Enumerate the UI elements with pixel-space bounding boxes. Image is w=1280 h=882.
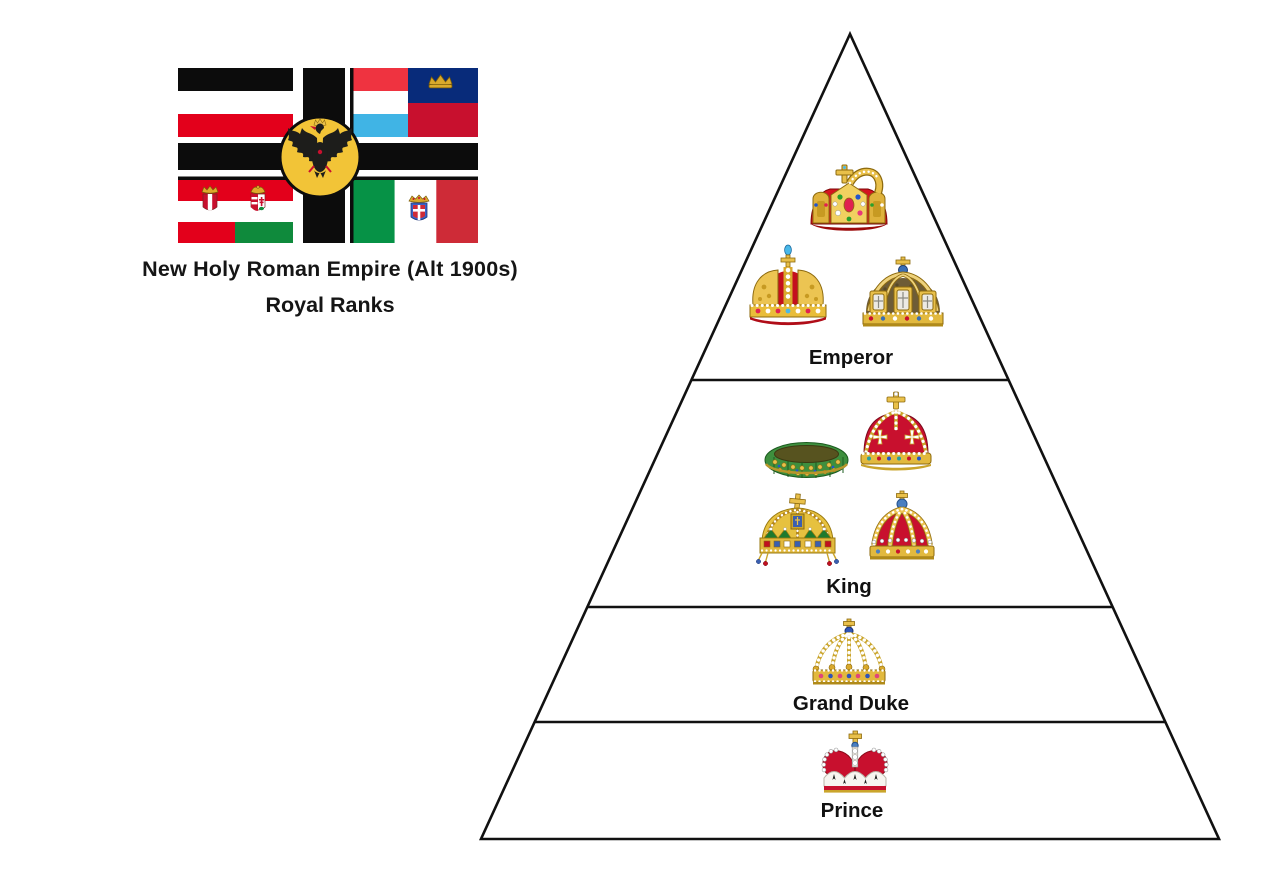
austria-hungary-quadrant	[178, 180, 293, 243]
tier-label-prince: Prince	[820, 799, 884, 822]
princely-crown-icon	[821, 730, 889, 793]
iron-crown-of-lombardy-icon	[764, 442, 849, 478]
royal-crown-with-white-crosses-icon	[860, 391, 932, 471]
new-holy-roman-empire-flag	[178, 68, 478, 243]
german-tricolor-quadrant	[178, 68, 293, 137]
rank-pyramid	[478, 31, 1222, 841]
title-block: New Holy Roman Empire (Alt 1900s) Royal …	[118, 257, 542, 318]
german-state-crown-icon	[862, 256, 944, 327]
liechtenstein-crown-icon	[428, 74, 453, 89]
italy-quadrant	[353, 180, 478, 243]
page-title: New Holy Roman Empire (Alt 1900s)	[142, 257, 518, 281]
prussian-royal-crown-icon	[869, 490, 935, 560]
tier-label-grand-duke: Grand Duke	[792, 692, 910, 715]
holy-crown-of-hungary-icon	[756, 493, 839, 566]
page-subtitle: Royal Ranks	[265, 293, 395, 317]
imperial-eagle-disc	[278, 115, 362, 199]
liechtenstein-flag-part	[408, 68, 478, 137]
austrian-imperial-crown-icon	[749, 244, 827, 326]
holy-roman-empire-imperial-crown-icon	[810, 164, 888, 231]
savoy-shield-icon	[408, 194, 430, 221]
austria-shield-icon	[201, 185, 219, 211]
luxembourg-flag-part	[353, 68, 408, 137]
imperial-eagle-icon	[288, 118, 352, 178]
hungary-shield-icon	[250, 185, 266, 211]
tier-label-emperor: Emperor	[808, 346, 894, 369]
tier-label-king: King	[826, 575, 872, 598]
grand-ducal-crown-icon	[812, 618, 886, 685]
